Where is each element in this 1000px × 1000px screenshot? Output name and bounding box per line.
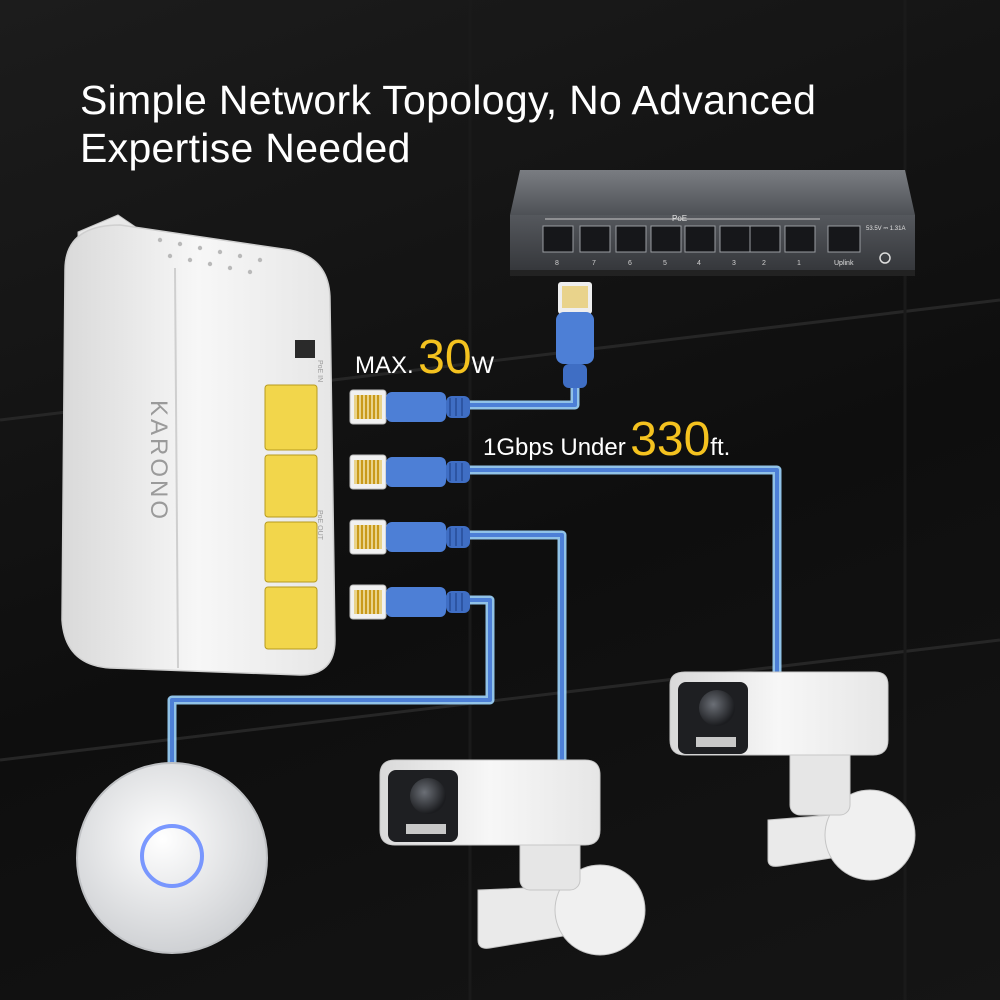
vent-holes (157, 237, 263, 275)
extender-ports (264, 384, 318, 650)
extender-brand: KARONO (145, 400, 172, 523)
bullet-camera-1 (379, 759, 646, 956)
rj45-connector-uplink (556, 282, 594, 388)
power-unit: W (471, 352, 495, 379)
extender-poe-out-label: PoE OUT (316, 510, 323, 540)
poe-extender (61, 214, 336, 676)
switch-port-number-6: 6 (628, 260, 632, 267)
switch-uplink-label: Uplink (834, 260, 854, 267)
distance-prefix: 1Gbps Under (483, 434, 626, 461)
switch-port-number-1: 1 (797, 260, 801, 267)
extender-poe-in-label: PoE IN (316, 360, 323, 383)
switch-port-number-8: 8 (555, 260, 559, 267)
power-prefix: MAX. (355, 352, 414, 379)
switch-port-number-4: 4 (697, 260, 701, 267)
distance-label: 1Gbps Under 330ft. (483, 412, 730, 467)
switch-port-number-7: 7 (592, 260, 596, 267)
switch-port-number-2: 2 (762, 260, 766, 267)
switch-power-rating: 53.5V ⎓ 1.31A (866, 226, 906, 232)
switch-port-number-3: 3 (732, 260, 736, 267)
access-point (76, 762, 268, 954)
headline-line-2: Expertise Needed (80, 125, 411, 171)
switch-ports (542, 225, 861, 253)
power-value: 30 (418, 331, 472, 384)
headline-line-1: Simple Network Topology, No Advanced (80, 77, 817, 123)
distance-value: 330 (630, 413, 711, 466)
rj45-connectors (349, 389, 471, 620)
switch-port-number-5: 5 (663, 260, 667, 267)
cables (167, 300, 782, 800)
distance-unit: ft. (710, 434, 731, 461)
poe-switch (510, 170, 915, 276)
bullet-camera-2 (669, 671, 916, 881)
power-label: MAX. 30W (355, 330, 494, 385)
switch-poe-label: PoE (672, 214, 688, 223)
